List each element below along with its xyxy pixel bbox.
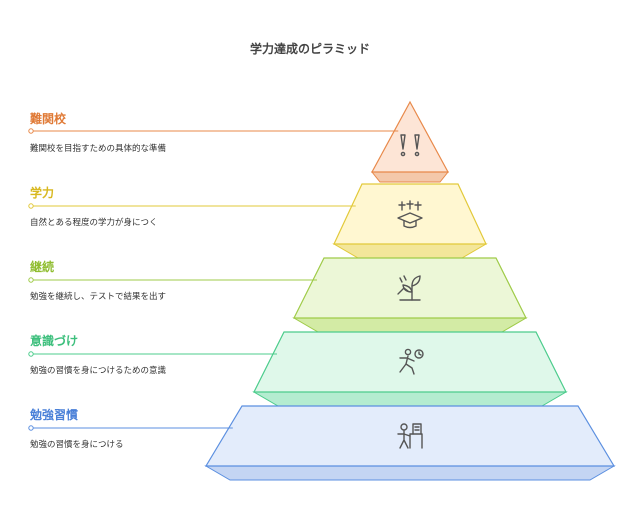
- runner-icon: [399, 348, 424, 375]
- level-side-band: [292, 317, 528, 333]
- level-side-band: [252, 391, 568, 407]
- level-face: [370, 100, 450, 173]
- connector-dot: [28, 203, 34, 209]
- connector-dot: [28, 425, 34, 431]
- level-title-ishikizuke: 意識づけ: [30, 334, 79, 348]
- connector-dot: [28, 277, 34, 283]
- level-face: [253, 331, 567, 393]
- level-title-benkyoshukan: 勉強習慣: [30, 408, 79, 422]
- level-side-band: [370, 171, 450, 183]
- pyramid-level-1: [28, 100, 450, 183]
- exclamation-icon: [400, 134, 420, 157]
- connector-dot: [28, 351, 34, 357]
- pyramid-level-2: [28, 183, 488, 259]
- level-side-band: [332, 243, 488, 259]
- level-desc-benkyoshukan: 勉強の習慣を身につける: [30, 440, 124, 450]
- level-desc-ishikizuke: 勉強の習慣を身につけるための意識: [30, 366, 167, 376]
- level-desc-keizoku: 勉強を継続し、テストで結果を出す: [30, 292, 167, 302]
- graduation-icon: [397, 200, 423, 229]
- pyramid-level-4: [28, 331, 568, 407]
- level-desc-gakuryoku: 自然とある程度の学力が身につく: [30, 218, 158, 228]
- level-title-keizoku: 継続: [30, 260, 55, 274]
- diagram-title: 学力達成のピラミッド: [249, 42, 370, 56]
- level-desc-nankanko: 難関校を目指すための具体的な準備: [30, 144, 167, 154]
- connector-dot: [28, 128, 34, 134]
- level-title-nankanko: 難関校: [30, 112, 67, 126]
- level-side-band: [204, 465, 616, 481]
- level-face: [333, 183, 487, 245]
- level-title-gakuryoku: 学力: [30, 186, 55, 200]
- study-icon: [397, 423, 423, 449]
- growth-icon: [397, 275, 421, 301]
